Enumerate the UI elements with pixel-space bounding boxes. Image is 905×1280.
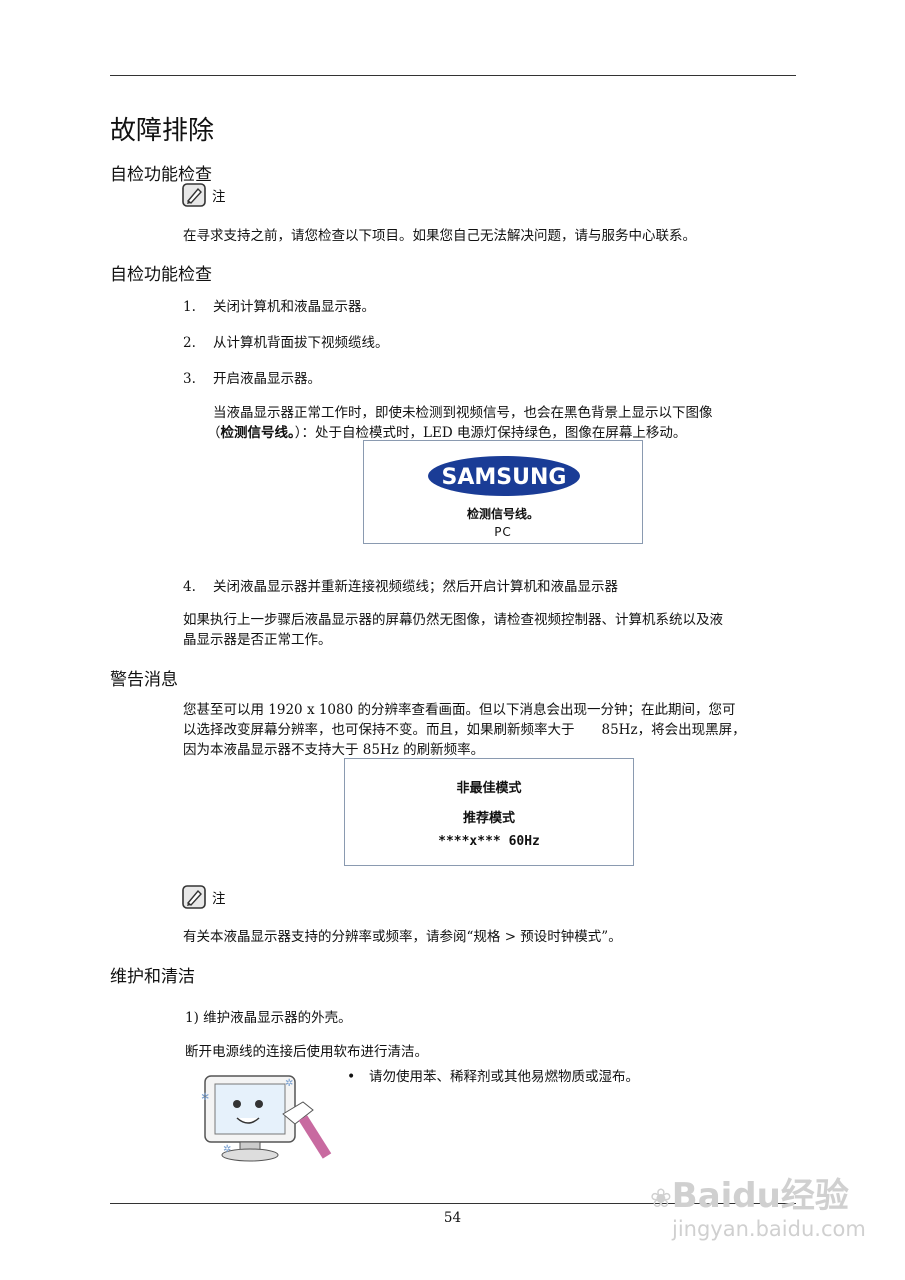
care-bullet-text: 请勿使用苯、稀释剂或其他易燃物质或湿布。: [369, 1069, 639, 1085]
step-3: 3. 开启液晶显示器。: [183, 369, 321, 389]
step-4: 4. 关闭液晶显示器并重新连接视频缆线；然后开启计算机和液晶显示器: [183, 577, 618, 597]
after-step4-text: 如果执行上一步骤后液晶显示器的屏幕仍然无图像，请检查视频控制器、计算机系统以及液…: [183, 610, 803, 650]
svg-text:✲: ✲: [223, 1144, 231, 1155]
top-rule: [110, 75, 796, 76]
step-number: 4.: [183, 579, 196, 595]
samsung-box-line1: 检测信号线。: [466, 507, 539, 521]
after-step4-line1: 如果执行上一步骤后液晶显示器的屏幕仍然无图像，请检查视频控制器、计算机系统以及液: [183, 612, 723, 628]
samsung-box-line2: PC: [494, 525, 512, 539]
bullet-icon: •: [347, 1069, 356, 1085]
signal-check-bold: 检测信号线。: [220, 425, 295, 441]
svg-text:✲: ✲: [201, 1092, 209, 1103]
care-item-1: 1) 维护液晶显示器的外壳。: [185, 1010, 352, 1026]
care-bullet: • 请勿使用苯、稀释剂或其他易燃物质或湿布。: [347, 1067, 639, 1087]
svg-text:✲: ✲: [285, 1078, 293, 1089]
note-block: 注: [182, 183, 226, 207]
section-heading-self-check-2: 自检功能检查: [110, 265, 212, 285]
step-number: 2.: [183, 335, 196, 351]
warning-line1: 您甚至可以用 1920 x 1080 的分辨率查看画面。但以下消息会出现一分钟；…: [183, 702, 736, 718]
note-text: 在寻求支持之前，请您检查以下项目。如果您自己无法解决问题，请与服务中心联系。: [183, 228, 696, 244]
note-block-2: 注: [182, 885, 226, 909]
mode-box-line2: 推荐模式: [462, 811, 515, 826]
watermark-brand: ❀Baidu经验: [650, 1176, 849, 1216]
step-number: 1.: [183, 299, 196, 315]
care-description: 断开电源线的连接后使用软布进行清洁。: [185, 1044, 428, 1060]
note-pencil-icon: [182, 183, 206, 207]
step-1: 1. 关闭计算机和液晶显示器。: [183, 297, 375, 317]
step-text: 关闭液晶显示器并重新连接视频缆线；然后开启计算机和液晶显示器: [213, 579, 618, 595]
note-label: 注: [212, 189, 226, 205]
step3-description: 当液晶显示器正常工作时，即使未检测到视频信号，也会在黑色背景上显示以下图像 （检…: [207, 403, 803, 443]
step-2: 2. 从计算机背面拔下视频缆线。: [183, 333, 389, 353]
step-text: 从计算机背面拔下视频缆线。: [213, 335, 389, 351]
note2-text: 有关本液晶显示器支持的分辨率或频率，请参阅“规格 > 预设时钟模式”。: [183, 929, 622, 945]
step-number: 3.: [183, 371, 196, 387]
watermark-url: jingyan.baidu.com: [672, 1217, 866, 1241]
warning-line2: 以选择改变屏幕分辨率，也可保持不变。而且，如果刷新频率大于 85Hz，将会出现黑…: [183, 722, 746, 738]
section-heading-warning: 警告消息: [110, 670, 178, 690]
mode-box-line3: ****x*** 60Hz: [438, 834, 540, 849]
step-text: 关闭计算机和液晶显示器。: [213, 299, 375, 315]
note-label: 注: [212, 891, 226, 907]
section-heading-self-check: 自检功能检查: [110, 165, 212, 185]
samsung-logo: SAMSUNG: [428, 456, 580, 496]
page-number: 54: [443, 1210, 462, 1226]
samsung-logo-text: SAMSUNG: [442, 465, 567, 490]
page-title: 故障排除: [110, 116, 215, 146]
paw-icon: ❀: [650, 1184, 672, 1214]
warning-text: 您甚至可以用 1920 x 1080 的分辨率查看画面。但以下消息会出现一分钟；…: [183, 700, 803, 760]
step-text: 开启液晶显示器。: [213, 371, 321, 387]
note-pencil-icon: [182, 885, 206, 909]
after-step4-line2: 晶显示器是否正常工作。: [183, 632, 332, 648]
step3-desc-line2: （检测信号线。）：处于自检模式时，LED 电源灯保持绿色，图像在屏幕上移动。: [207, 425, 687, 441]
bottom-rule: [110, 1203, 796, 1204]
monitor-cleaning-illustration: ✲ ✲ ✲: [201, 1075, 332, 1162]
section-heading-care: 维护和清洁: [110, 967, 195, 987]
non-optimum-mode-screen: 非最佳模式 推荐模式 ****x*** 60Hz: [344, 758, 634, 866]
self-test-screen-image: SAMSUNG 检测信号线。 PC: [363, 440, 643, 544]
mode-box-line1: 非最佳模式: [456, 781, 522, 796]
step3-desc-line1: 当液晶显示器正常工作时，即使未检测到视频信号，也会在黑色背景上显示以下图像: [213, 405, 713, 421]
warning-line3: 因为本液晶显示器不支持大于 85Hz 的刷新频率。: [183, 742, 485, 758]
